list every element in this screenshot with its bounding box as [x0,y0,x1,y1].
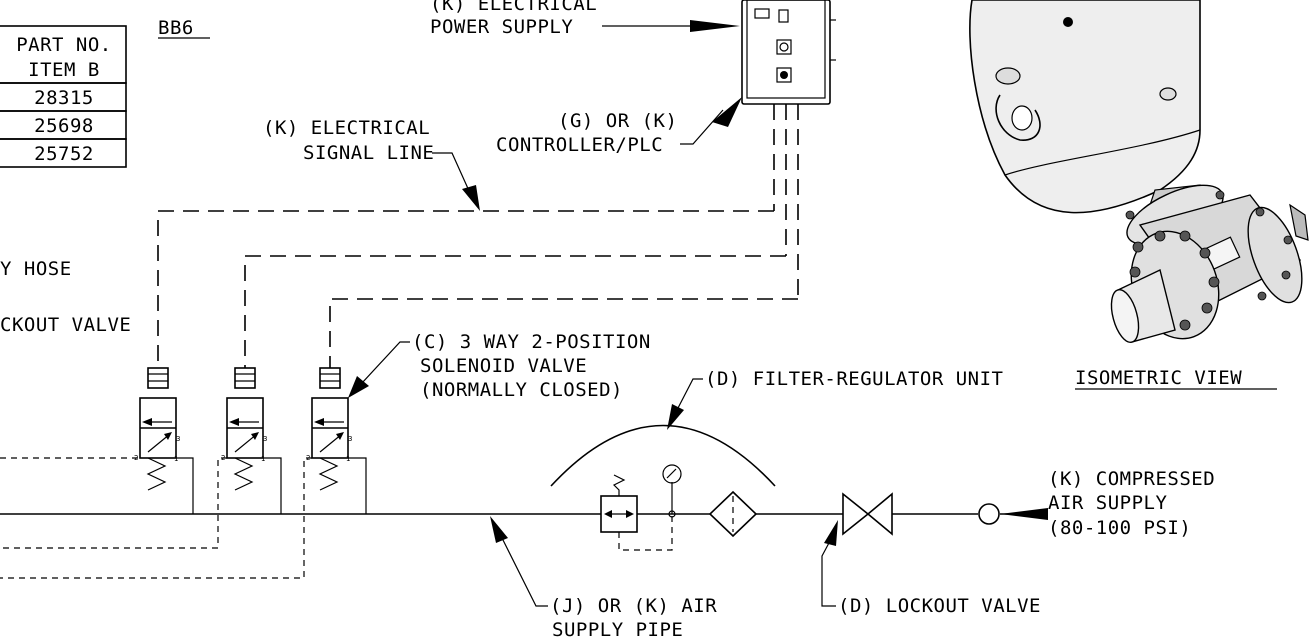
air-source-icon [978,503,1000,525]
hose-label: Y HOSE [0,258,72,280]
dial-icon [776,39,792,55]
shield-icon [778,9,789,23]
signal-line-valve-2 [244,255,786,368]
valve-supply-tap [263,457,282,514]
solenoid-label-line3: (NORMALLY CLOSED) [420,379,623,401]
solenoid-label-line1: (C) 3 WAY 2-POSITION [412,331,651,353]
signal-line-label-line1: (K) ELECTRICAL [263,117,430,139]
lockout-valve-partial-label: CKOUT VALVE [0,314,131,336]
svg-text:3: 3 [348,435,352,443]
parts-table-row [0,138,127,168]
signal-line-valve-1 [157,210,774,368]
solenoid-arrow [348,376,369,398]
filter-regulator-unit [550,424,776,551]
spring-icon [146,457,167,491]
svg-text:1: 1 [174,455,178,463]
signal-line-valve-3 [329,298,798,368]
controller-box [741,0,836,105]
parts-table-cell: 25698 [34,115,94,137]
solenoid-valve: 2 3 1 [134,367,180,491]
svg-text:1: 1 [346,455,350,463]
svg-text:3: 3 [263,435,267,443]
lockout-valve-label: (D) LOCKOUT VALVE [838,595,1041,617]
isometric-view-label: ISOMETRIC VIEW [1075,367,1242,389]
switch-icon [776,67,792,83]
parts-table: PART NO. ITEM B 28315 25698 25752 [0,25,127,168]
signal-line-label-line2: SIGNAL LINE [303,142,434,164]
spring-icon [233,457,254,491]
parts-table-cell: 25752 [34,143,94,165]
air-pipe-label-line2: SUPPLY PIPE [552,619,683,641]
power-supply-arrow [690,20,740,32]
parts-table-header-line1: PART NO. [16,34,112,56]
valve-supply-tap [176,457,194,514]
air-pipe-label-line1: (J) OR (K) AIR [550,595,717,617]
power-supply-label-line1: (K) ELECTRICAL [430,0,597,15]
lifting-lug [995,94,1041,141]
compressed-air-label-line1: (K) COMPRESSED [1048,468,1215,490]
drawing-ref: BB6 [158,17,194,39]
controller-arrow [712,97,742,127]
svg-text:1: 1 [261,455,265,463]
filter-icon [708,490,758,538]
solenoid-valve: 2 3 1 [221,367,267,491]
valve-supply-tap [348,457,367,514]
solenoid-label-line2: SOLENOID VALVE [420,355,587,377]
air-pipe-arrow [490,516,508,543]
controller-leader [680,109,724,145]
svg-text:3: 3 [176,435,180,443]
unit-boundary-arc [550,424,776,487]
solenoid-leader [361,341,410,384]
controller-label-line2: CONTROLLER/PLC [496,134,663,156]
compressed-air-label-line2: AIR SUPPLY [1048,492,1167,514]
signal-line-leader [432,152,471,194]
signal-line-arrow [462,185,480,211]
power-supply-label-line2: POWER SUPPLY [430,16,573,38]
valve-outlet-line [0,457,227,549]
filter-regulator-label: (D) FILTER-REGULATOR UNIT [705,368,1003,390]
filter-regulator-arrow [667,404,684,430]
pressure-gauge-icon [662,464,682,484]
lockout-valve [842,492,893,536]
filter-regulator-leader [677,378,703,409]
valve-outlet-line [0,457,312,579]
lockout-valve-leader [821,540,836,607]
compressed-air-arrow [1000,508,1048,520]
compressed-air-label-line3: (80-100 PSI) [1048,517,1191,539]
controller-label-line1: (G) OR (K) [558,110,677,132]
lockout-valve-arrow [824,520,838,546]
isometric-valve-drawing [969,0,1309,343]
solenoid-valve: 2 3 1 [306,367,352,491]
indicator-lamp-icon [754,8,770,19]
parts-table-cell: 28315 [34,87,94,109]
air-pipe-leader [501,537,548,607]
spring-icon [318,457,339,491]
parts-table-header-line2: ITEM B [28,59,100,81]
